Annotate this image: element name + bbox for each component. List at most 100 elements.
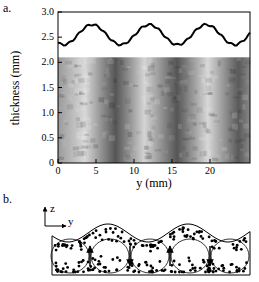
particle <box>144 261 147 264</box>
image-texture <box>149 58 153 63</box>
particle <box>208 271 211 274</box>
tick-label: 2.5 <box>42 32 55 42</box>
image-texture <box>107 116 111 122</box>
particle <box>172 231 175 234</box>
image-texture <box>200 92 206 96</box>
particle <box>242 270 245 273</box>
image-texture <box>244 133 251 138</box>
image-texture <box>126 155 130 160</box>
particle <box>66 266 69 269</box>
particle <box>104 228 107 231</box>
tick-label: 20 <box>205 166 215 176</box>
image-texture <box>78 59 82 64</box>
image-texture <box>78 73 81 76</box>
image-texture <box>184 86 188 92</box>
particle <box>215 270 218 273</box>
tick <box>134 159 135 163</box>
image-texture <box>155 149 162 151</box>
particle <box>132 270 135 273</box>
particle <box>94 258 97 261</box>
image-texture <box>228 139 231 143</box>
image-texture <box>83 59 89 64</box>
image-texture <box>125 98 131 103</box>
particle <box>196 230 199 233</box>
image-texture <box>94 123 98 125</box>
convection-sketch <box>45 207 250 275</box>
image-texture <box>154 99 160 104</box>
particle <box>128 240 131 243</box>
image-texture <box>75 103 80 105</box>
image-texture <box>240 144 243 149</box>
particle <box>149 244 152 247</box>
particle <box>199 267 202 270</box>
image-texture <box>203 136 207 140</box>
image-texture <box>116 105 120 107</box>
image-texture <box>85 82 90 85</box>
image-texture <box>225 92 229 95</box>
tick-label: 1.0 <box>42 108 55 118</box>
thickness-profile <box>58 24 250 46</box>
particle <box>191 267 194 270</box>
particle <box>193 233 196 236</box>
image-texture <box>87 125 91 129</box>
tick <box>172 159 173 163</box>
image-texture <box>178 124 182 129</box>
particle <box>95 229 98 232</box>
particle <box>108 270 111 273</box>
image-texture <box>145 73 150 76</box>
image-texture <box>206 107 212 111</box>
particle <box>119 259 122 262</box>
particle <box>172 238 175 241</box>
particle <box>150 244 153 247</box>
image-texture <box>237 58 241 61</box>
image-texture <box>243 124 248 129</box>
image-texture <box>84 74 87 78</box>
image-texture <box>144 146 149 150</box>
image-texture <box>177 95 181 101</box>
image-texture <box>72 68 76 70</box>
image-texture <box>124 147 130 150</box>
particle <box>149 250 152 253</box>
particle <box>187 228 190 231</box>
image-texture <box>144 152 150 154</box>
image-texture <box>183 138 189 141</box>
image-texture <box>235 140 241 143</box>
image-texture <box>74 74 79 77</box>
particle <box>64 262 67 265</box>
image-texture <box>227 84 230 87</box>
image-texture <box>179 153 182 158</box>
tick <box>210 159 211 163</box>
image-texture <box>147 112 153 114</box>
image-texture <box>80 102 83 104</box>
image-texture <box>212 158 218 161</box>
z-axis <box>45 207 46 226</box>
particle <box>188 260 191 263</box>
particle <box>129 242 132 245</box>
image-texture <box>79 88 82 92</box>
image-texture <box>167 123 172 129</box>
image-texture <box>102 82 106 85</box>
image-texture <box>148 130 154 132</box>
image-texture <box>109 103 115 109</box>
particle <box>230 263 233 266</box>
image-texture <box>80 107 86 111</box>
particle <box>103 266 106 269</box>
particle <box>71 244 74 247</box>
image-texture <box>231 155 234 160</box>
particle <box>115 269 118 272</box>
plot-frame <box>58 12 250 163</box>
particle <box>138 271 141 274</box>
image-texture <box>171 77 176 79</box>
thickness-plot <box>58 12 251 163</box>
image-texture <box>167 92 173 96</box>
image-texture <box>203 122 207 128</box>
image-texture <box>63 119 67 122</box>
particle <box>198 230 201 233</box>
particle <box>123 240 126 243</box>
tick <box>58 12 62 13</box>
fluid-layer <box>52 224 250 275</box>
image-texture <box>189 137 195 140</box>
particle <box>127 266 130 269</box>
particle <box>204 271 207 274</box>
